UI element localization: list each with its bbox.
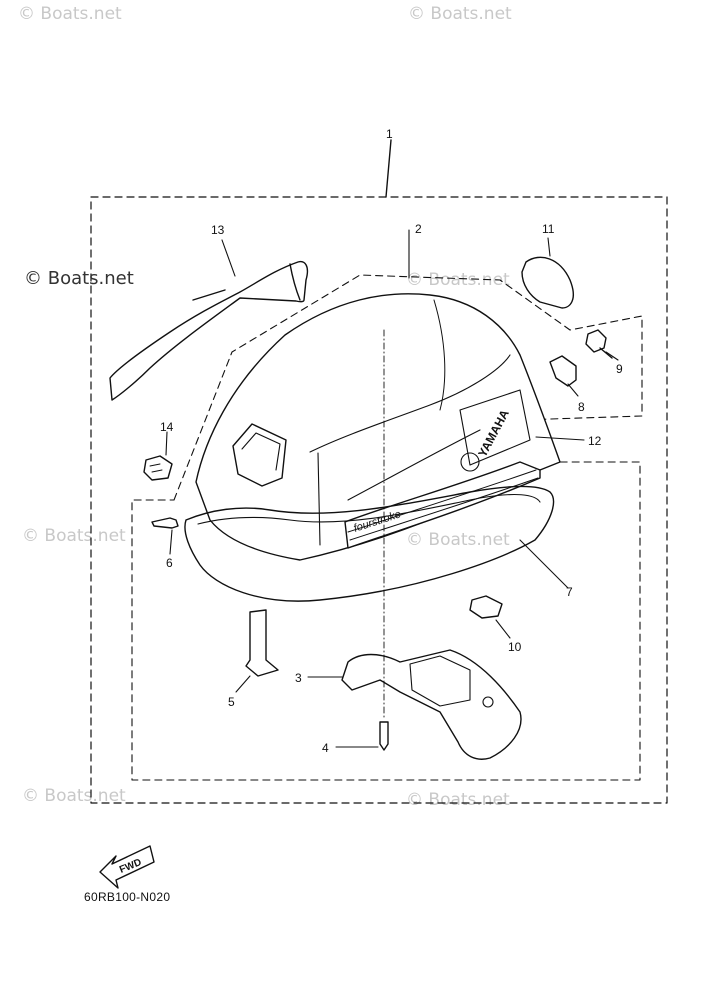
callout-9: 9 — [616, 362, 623, 376]
callout-13: 13 — [211, 223, 225, 237]
callout-2: 2 — [415, 222, 422, 236]
part-5-l-bracket — [235, 609, 279, 693]
callout-1: 1 — [386, 127, 393, 141]
callout-8: 8 — [578, 400, 585, 414]
part-13-seal — [109, 239, 309, 401]
part-4-screw — [335, 721, 389, 751]
part-3-lower-bracket — [307, 649, 522, 760]
part-7-gasket — [184, 485, 569, 602]
part-6-pin — [151, 517, 179, 555]
watermark-top-right: © Boats.net — [408, 4, 512, 24]
watermark-mid-right: © Boats.net — [406, 530, 510, 550]
callout-3: 3 — [295, 671, 302, 685]
callout-11: 11 — [542, 222, 555, 236]
fwd-arrow-icon: FWD — [99, 845, 155, 889]
part-10-clip — [469, 595, 511, 639]
leader-1 — [385, 139, 392, 198]
callout-4: 4 — [322, 741, 329, 755]
watermark-top-left: © Boats.net — [18, 4, 122, 24]
part-14-grommet — [143, 431, 173, 481]
assembly-boundary-box — [90, 196, 668, 804]
part-11-cover-plate — [521, 237, 574, 309]
callout-6: 6 — [166, 556, 173, 570]
callout-14: 14 — [160, 420, 174, 434]
cowling-subassembly-outline — [131, 274, 643, 781]
watermark-bottom-right: © Boats.net — [406, 790, 510, 810]
callout-12: 12 — [588, 434, 602, 448]
callout-7: 7 — [566, 585, 573, 599]
watermark-bottom-left: © Boats.net — [22, 786, 126, 806]
part-9-bolt — [585, 329, 619, 361]
diagram-part-code: 60RB100-N020 — [84, 890, 171, 904]
callout-5: 5 — [228, 695, 235, 709]
callout-10: 10 — [508, 640, 522, 654]
watermark-upper-middle: © Boats.net — [406, 270, 510, 290]
part-8-bracket — [549, 355, 579, 397]
watermark-prominent: © Boats.net — [24, 268, 134, 289]
watermark-mid-left: © Boats.net — [22, 526, 126, 546]
